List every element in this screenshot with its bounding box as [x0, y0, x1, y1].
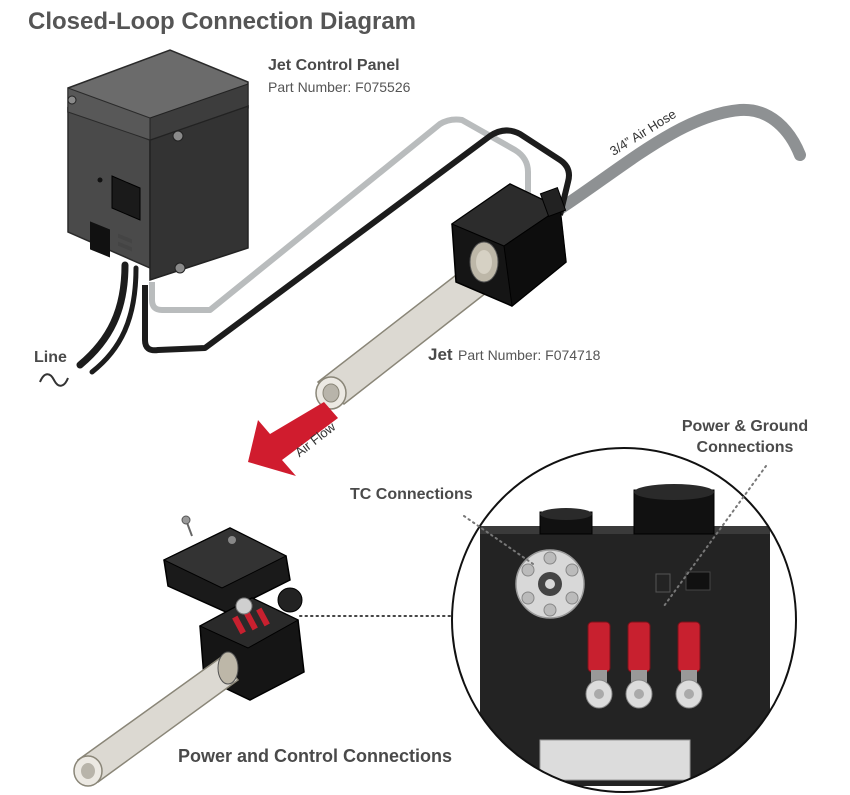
tc-terminal-block — [515, 549, 585, 619]
power-ground-label: Power & Ground Connections — [665, 416, 825, 458]
control-panel-name: Jet Control Panel — [268, 57, 400, 74]
tc-connections-label: TC Connections — [350, 486, 473, 503]
air-flow-arrow — [248, 402, 338, 476]
jet-name: Jet — [428, 345, 453, 364]
line-power-cable — [76, 261, 139, 375]
controller-display — [111, 175, 141, 252]
gray-cable — [149, 116, 531, 313]
power-terminals — [585, 621, 703, 709]
tc-leader-dots — [463, 515, 537, 567]
page-title: Closed-Loop Connection Diagram — [28, 8, 417, 35]
control-panel-part-number: Part Number: F075526 — [268, 79, 411, 95]
jet-control-panel — [67, 49, 249, 282]
detail-magnifier — [451, 447, 797, 793]
power-ground-label-line2: Connections — [696, 439, 794, 456]
power-ground-label-line1: Power & Ground — [681, 418, 809, 435]
jet-part-number: Part Number: F074718 — [458, 347, 601, 363]
exploded-jet-assembly — [73, 515, 305, 787]
power-ground-leader-dots — [663, 465, 767, 607]
power-control-caption: Power and Control Connections — [178, 746, 453, 766]
jet-head — [450, 183, 567, 307]
line-label: Line — [34, 349, 67, 366]
ac-symbol-icon — [39, 373, 69, 387]
black-cable — [142, 127, 572, 354]
exploded-red-terminals — [232, 607, 270, 635]
air-hose — [549, 103, 806, 218]
